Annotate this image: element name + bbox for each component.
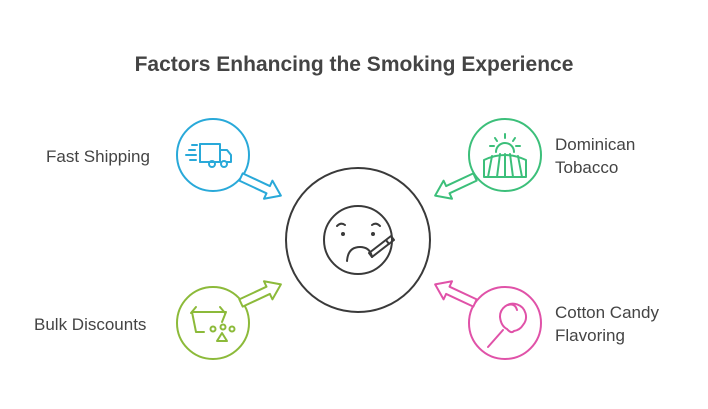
arrow-right-up — [238, 280, 282, 308]
center-node — [285, 167, 431, 313]
cotton-candy-icon — [487, 302, 527, 348]
fast-shipping-node — [176, 118, 282, 200]
arrow-left-down — [434, 172, 478, 200]
label-bulk-discounts: Bulk Discounts — [34, 315, 147, 334]
cotton-candy-node — [434, 280, 542, 360]
bulk-discounts-node — [176, 280, 282, 360]
arrow-right-down — [238, 172, 282, 200]
arrow-left-up — [434, 280, 478, 308]
basket-icon — [190, 306, 236, 342]
label-fast-shipping: Fast Shipping — [46, 147, 150, 166]
dominican-tobacco-node — [434, 118, 542, 200]
smoking-face-icon — [323, 205, 395, 275]
sunrise-field-icon — [483, 133, 527, 178]
delivery-truck-icon — [185, 143, 232, 168]
diagram-title: Factors Enhancing the Smoking Experience — [134, 53, 574, 76]
